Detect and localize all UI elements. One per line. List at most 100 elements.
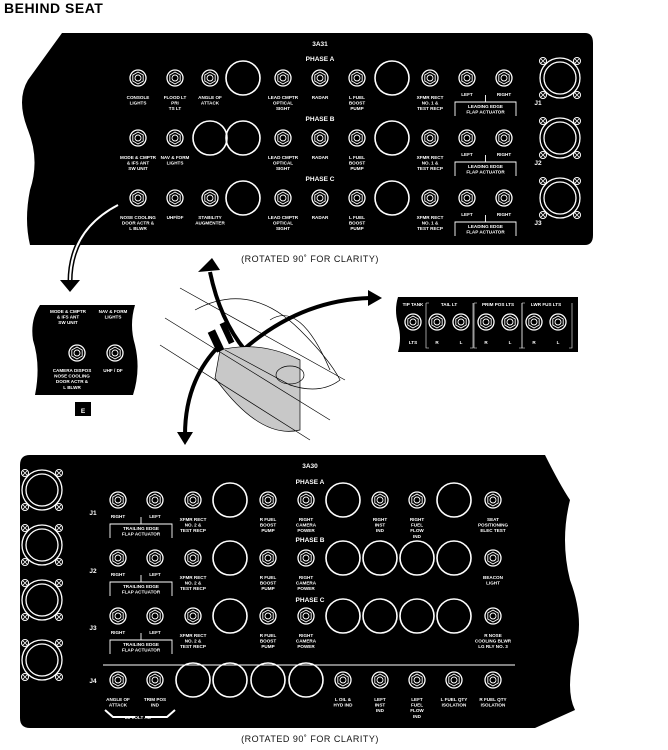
breaker-label: HYD IND — [334, 703, 354, 708]
circuit-breaker[interactable] — [201, 69, 219, 87]
circuit-breaker[interactable] — [484, 607, 502, 625]
breaker-label: IND — [376, 708, 385, 713]
circuit-breaker[interactable] — [334, 671, 352, 689]
circuit-breaker[interactable] — [109, 549, 127, 567]
connector-j2[interactable] — [21, 524, 63, 566]
circuit-breaker[interactable] — [477, 313, 495, 331]
circuit-breaker[interactable] — [109, 491, 127, 509]
circuit-breaker[interactable] — [297, 549, 315, 567]
circuit-breaker[interactable] — [184, 607, 202, 625]
circuit-breaker[interactable] — [445, 671, 463, 689]
connector-j2[interactable] — [539, 117, 581, 159]
breaker-label: BOOST — [349, 221, 366, 226]
circuit-breaker[interactable] — [166, 69, 184, 87]
circuit-breaker[interactable] — [109, 671, 127, 689]
circuit-breaker[interactable] — [452, 313, 470, 331]
empty-breaker-slot — [374, 180, 410, 216]
circuit-breaker[interactable] — [129, 129, 147, 147]
connector-j3[interactable] — [539, 177, 581, 219]
circuit-breaker[interactable] — [408, 671, 426, 689]
connector-j1[interactable] — [539, 57, 581, 99]
circuit-breaker[interactable] — [184, 491, 202, 509]
breaker-label: RADAR — [312, 95, 329, 100]
circuit-breaker[interactable] — [184, 549, 202, 567]
breaker-label: INST — [375, 703, 386, 708]
panel-3a31 — [22, 33, 593, 245]
circuit-breaker[interactable] — [146, 607, 164, 625]
breaker-label: RIGHT — [497, 152, 511, 157]
breaker-label: NO. 1 & — [422, 101, 439, 106]
circuit-breaker[interactable] — [484, 549, 502, 567]
breaker-label: XFMR RECT — [180, 633, 207, 638]
circuit-breaker[interactable] — [525, 313, 543, 331]
empty-breaker-slot — [212, 540, 248, 576]
circuit-breaker[interactable] — [428, 313, 446, 331]
circuit-breaker[interactable] — [348, 69, 366, 87]
circuit-breaker[interactable] — [495, 129, 513, 147]
connector-j3[interactable] — [21, 579, 63, 621]
circuit-breaker[interactable] — [311, 129, 329, 147]
circuit-breaker[interactable] — [106, 344, 124, 362]
group-header: LWR FUS LTS — [531, 302, 561, 307]
circuit-breaker[interactable] — [371, 491, 389, 509]
connector-label: J4 — [89, 678, 97, 685]
circuit-breaker[interactable] — [297, 607, 315, 625]
circuit-breaker[interactable] — [297, 491, 315, 509]
circuit-breaker[interactable] — [311, 69, 329, 87]
breaker-label: XFMR RECT — [180, 575, 207, 580]
circuit-breaker[interactable] — [259, 607, 277, 625]
circuit-breaker[interactable] — [109, 607, 127, 625]
circuit-breaker[interactable] — [259, 491, 277, 509]
circuit-breaker[interactable] — [408, 491, 426, 509]
circuit-breaker[interactable] — [146, 549, 164, 567]
empty-breaker-slot — [288, 662, 324, 698]
circuit-breaker[interactable] — [484, 671, 502, 689]
circuit-breaker[interactable] — [68, 344, 86, 362]
breaker-label: NO. 1 & — [422, 221, 439, 226]
circuit-breaker[interactable] — [129, 189, 147, 207]
breaker-label: IND — [413, 534, 422, 539]
circuit-breaker[interactable] — [421, 69, 439, 87]
circuit-breaker[interactable] — [458, 189, 476, 207]
circuit-breaker[interactable] — [404, 313, 422, 331]
circuit-breaker[interactable] — [129, 69, 147, 87]
panel-id: 3A31 — [312, 41, 328, 48]
empty-breaker-slot — [374, 60, 410, 96]
circuit-breaker[interactable] — [495, 69, 513, 87]
empty-breaker-slot — [212, 482, 248, 518]
circuit-breaker[interactable] — [166, 189, 184, 207]
circuit-breaker[interactable] — [166, 129, 184, 147]
circuit-breaker[interactable] — [371, 671, 389, 689]
circuit-breaker[interactable] — [549, 313, 567, 331]
circuit-breaker[interactable] — [259, 549, 277, 567]
circuit-breaker[interactable] — [495, 189, 513, 207]
circuit-breaker[interactable] — [274, 189, 292, 207]
breaker-label: LEAD CMPTR — [268, 155, 299, 160]
circuit-breaker[interactable] — [348, 189, 366, 207]
circuit-breaker[interactable] — [421, 129, 439, 147]
circuit-breaker[interactable] — [501, 313, 519, 331]
breaker-label: SW UNIT — [58, 320, 78, 325]
circuit-breaker[interactable] — [274, 129, 292, 147]
breaker-label: TS LT — [169, 106, 182, 111]
phase-label: PHASE A — [296, 479, 325, 486]
breaker-label: FLOW — [410, 528, 424, 533]
circuit-breaker[interactable] — [201, 189, 219, 207]
breaker-label: LEAD CMPTR — [268, 215, 299, 220]
circuit-breaker[interactable] — [348, 129, 366, 147]
circuit-breaker[interactable] — [484, 491, 502, 509]
circuit-breaker[interactable] — [274, 69, 292, 87]
circuit-breaker[interactable] — [458, 129, 476, 147]
circuit-breaker[interactable] — [458, 69, 476, 87]
circuit-breaker[interactable] — [421, 189, 439, 207]
breaker-label: R NOSE — [484, 633, 502, 638]
circuit-breaker[interactable] — [311, 189, 329, 207]
connector-j1[interactable] — [21, 469, 63, 511]
circuit-breaker[interactable] — [146, 491, 164, 509]
breaker-label: IND — [376, 528, 385, 533]
group-label: LEADING EDGE — [468, 104, 503, 109]
breaker-label: R FUEL QTY — [479, 697, 506, 702]
circuit-breaker[interactable] — [146, 671, 164, 689]
connector-j4[interactable] — [21, 639, 63, 681]
